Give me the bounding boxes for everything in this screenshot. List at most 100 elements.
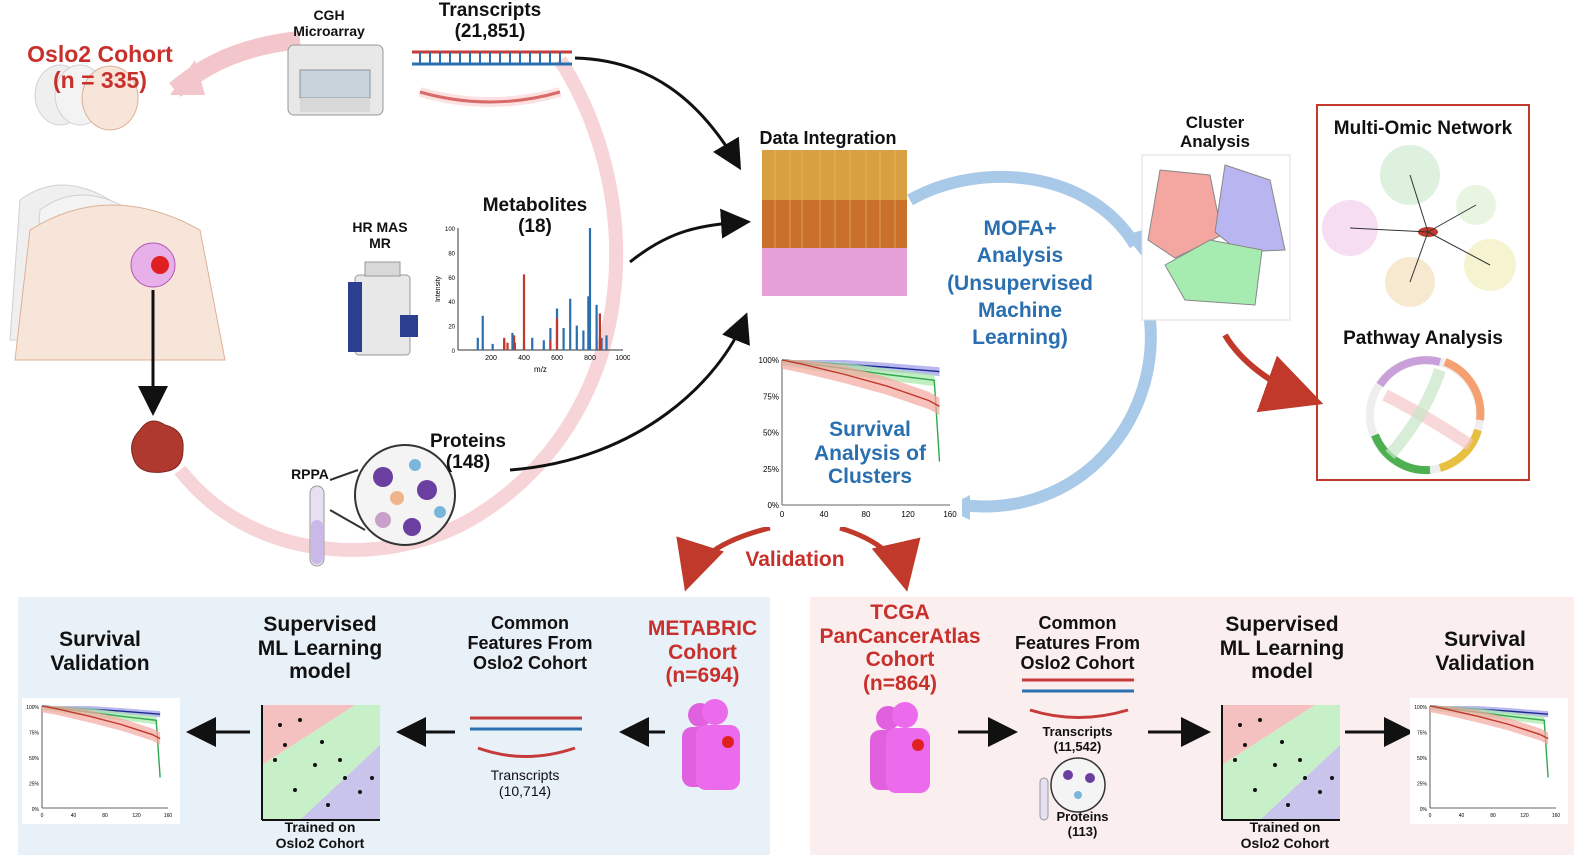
tcga-trained-label: Trained on Oslo2 Cohort bbox=[1240, 819, 1330, 851]
km-y-tick: 0% bbox=[767, 501, 779, 510]
km-y-tick: 25% bbox=[29, 782, 40, 788]
km-x-tick: 40 bbox=[1459, 813, 1465, 819]
km-x-tick: 40 bbox=[71, 813, 77, 819]
km-curve-red-band bbox=[42, 706, 161, 745]
ms-y-tick: 60 bbox=[448, 276, 455, 282]
ms-y-tick: 100 bbox=[445, 227, 456, 233]
km-y-tick: 100% bbox=[1414, 705, 1427, 711]
ms-x-tick: 1000 bbox=[615, 355, 630, 362]
km-x-tick: 120 bbox=[1520, 813, 1529, 819]
network-panel-border bbox=[1316, 104, 1530, 481]
data-integration-title: Data Integration bbox=[759, 128, 897, 148]
ms-y-tick: 20 bbox=[448, 325, 455, 331]
ms-x-tick: 200 bbox=[485, 355, 497, 362]
metabric-supervised-title: Supervised ML Learning model bbox=[257, 613, 383, 684]
ms-x-tick: 600 bbox=[551, 355, 563, 362]
metabolites-label: Metabolites(18) bbox=[482, 195, 588, 238]
oslo-cohort-title: Oslo2 Cohort(n = 335) bbox=[27, 41, 173, 93]
tcga-people-icon bbox=[870, 702, 930, 793]
mofa-blue-arc bbox=[907, 170, 1141, 249]
ms-x-tick: 800 bbox=[584, 355, 596, 362]
cluster-plot bbox=[1141, 154, 1291, 321]
km-y-tick: 100% bbox=[26, 705, 39, 711]
metabric-survival-title: Survival Validation bbox=[50, 628, 150, 675]
tcga-rppa-tube bbox=[1039, 777, 1049, 821]
km-x-tick: 80 bbox=[102, 813, 108, 819]
km-y-tick: 50% bbox=[763, 429, 779, 438]
km-x-tick: 120 bbox=[901, 510, 915, 519]
km-x-tick: 160 bbox=[1552, 813, 1561, 819]
metabric-common-title: Common Features From Oslo2 Cohort bbox=[467, 613, 593, 674]
km-x-tick: 120 bbox=[132, 813, 141, 819]
km-x-tick: 80 bbox=[862, 510, 871, 519]
survival-analysis-label: Survival Analysis of Clusters bbox=[813, 418, 927, 489]
microarray-machine-icon bbox=[287, 44, 384, 116]
ms-y-tick: 40 bbox=[448, 300, 455, 306]
hrmas-label: HR MAS MR bbox=[352, 219, 408, 251]
pathway-chord-diagram bbox=[1366, 356, 1485, 475]
dna-icon bbox=[412, 50, 572, 66]
tcga-survival-title: Survival Validation bbox=[1435, 628, 1535, 675]
km-x-tick: 0 bbox=[41, 813, 44, 819]
km-x-tick: 0 bbox=[1429, 813, 1432, 819]
pink-arrowhead bbox=[170, 60, 205, 95]
transcripts-to-integration-arrow bbox=[574, 56, 742, 171]
km-curve-red bbox=[1429, 705, 1549, 740]
metabric-cohort-title: METABRIC Cohort (n=694) bbox=[647, 617, 758, 688]
tcga-transcripts-label: Transcripts (11,542) bbox=[1042, 724, 1113, 754]
survival-blue-arc bbox=[959, 319, 1157, 513]
data-integration-heatmap bbox=[762, 150, 907, 296]
ms-x-label: m/z bbox=[534, 365, 547, 374]
ms-x-tick: 400 bbox=[518, 355, 530, 362]
km-y-tick: 75% bbox=[763, 392, 779, 401]
patient-silhouettes bbox=[9, 64, 226, 361]
km-y-tick: 25% bbox=[1417, 782, 1428, 788]
km-curve-red bbox=[41, 705, 161, 740]
tcga-protein-magnifier bbox=[1050, 757, 1106, 813]
km-curve-red-band bbox=[782, 360, 940, 416]
km-curve-red bbox=[781, 359, 940, 408]
metabric-ml-plot bbox=[261, 705, 380, 821]
km-y-tick: 25% bbox=[763, 465, 779, 474]
tcga-cohort-title: TCGA PanCancerAtlas Cohort (n=864) bbox=[819, 601, 981, 695]
rppa-tube-icon bbox=[309, 485, 325, 567]
km-curve-red-band bbox=[1430, 706, 1549, 745]
pathway-analysis-title: Pathway Analysis bbox=[1343, 328, 1503, 349]
validation-left-arrow bbox=[676, 525, 771, 592]
cluster-analysis-title: Cluster Analysis bbox=[1180, 113, 1250, 152]
validation-label: Validation bbox=[745, 548, 845, 571]
cluster-to-network-arrow bbox=[1222, 333, 1324, 413]
validation-right-arrow bbox=[839, 525, 921, 592]
ms-y-tick: 0 bbox=[452, 349, 456, 355]
transcripts-label: Transcripts(21,851) bbox=[438, 0, 542, 43]
ms-y-label: Intensity bbox=[435, 275, 442, 302]
protein-shapes bbox=[373, 459, 446, 536]
km-x-tick: 160 bbox=[943, 510, 957, 519]
tcga-dna-icon bbox=[1022, 678, 1134, 719]
km-x-tick: 160 bbox=[164, 813, 173, 819]
km-x-tick: 40 bbox=[820, 510, 829, 519]
km-y-tick: 50% bbox=[1417, 756, 1428, 762]
km-y-tick: 75% bbox=[29, 731, 40, 737]
ms-y-tick: 80 bbox=[448, 251, 455, 257]
oslo-pink-arc bbox=[174, 56, 624, 557]
metabric-transcripts-label: Transcripts (10,714) bbox=[490, 767, 560, 799]
nmr-machine-icon bbox=[348, 261, 418, 356]
proteins-label: Proteins(148) bbox=[429, 431, 507, 474]
km-y-tick: 50% bbox=[29, 756, 40, 762]
multi-omic-network-title: Multi-Omic Network bbox=[1333, 118, 1513, 139]
tcga-proteins-label: Proteins (113) bbox=[1056, 809, 1109, 839]
tumor-sample bbox=[131, 420, 184, 473]
mass-spectrum-chart: 0 20 40 60 80 100 200 400 600 800 1000 m/z Intensity bbox=[435, 227, 630, 374]
metabric-people-icon bbox=[682, 699, 740, 790]
km-x-tick: 80 bbox=[1490, 813, 1496, 819]
metabric-trained-label: Trained on Oslo2 Cohort bbox=[275, 819, 365, 851]
km-y-tick: 0% bbox=[1420, 807, 1428, 813]
metabric-dna-icon bbox=[470, 716, 582, 758]
tcga-common-title: Common Features From Oslo2 Cohort bbox=[1014, 613, 1141, 674]
